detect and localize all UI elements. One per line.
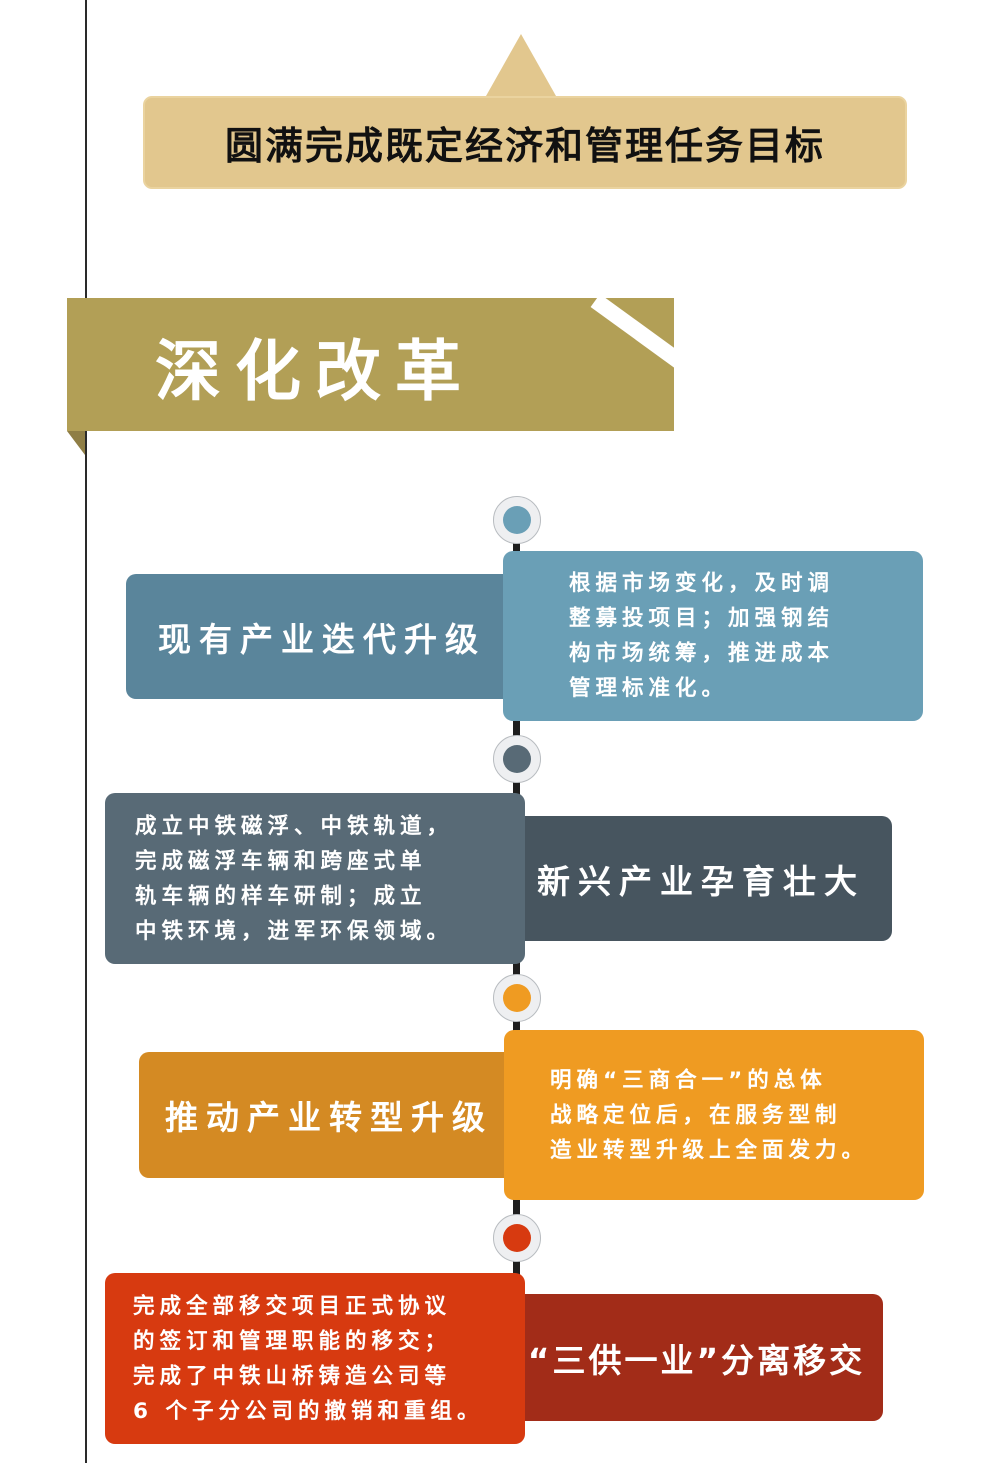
timeline-spine xyxy=(513,955,520,985)
timeline-dot xyxy=(503,1224,531,1252)
timeline-node-1 xyxy=(493,496,541,544)
timeline-spine xyxy=(513,1195,520,1220)
item-2-desc-box: 成立中铁磁浮、中铁轨道， 完成磁浮车辆和跨座式单 轨车辆的样车研制；成立 中铁环… xyxy=(105,793,525,964)
item-1-desc-line: 根据市场变化，及时调 xyxy=(569,571,835,596)
item-3-desc-line: 战略定位后，在服务型制 xyxy=(550,1102,842,1128)
timeline-node-4 xyxy=(493,1214,541,1262)
item-3-desc-line: 明确“三商合一”的总体 xyxy=(550,1067,827,1093)
item-2-title-box: 新兴产业孕育壮大 xyxy=(510,816,892,941)
timeline-dot xyxy=(503,506,531,534)
item-2-desc-line: 轨车辆的样车研制；成立 xyxy=(135,883,427,909)
goal-pointer-triangle xyxy=(486,34,556,96)
item-1-desc-line: 构市场统筹，推进成本 xyxy=(569,641,835,666)
item-4-title-box: “三供一业”分离移交 xyxy=(510,1294,883,1421)
item-3-desc-box: 明确“三商合一”的总体 战略定位后，在服务型制 造业转型升级上全面发力。 xyxy=(504,1030,924,1200)
timeline-node-3 xyxy=(493,974,541,1022)
left-margin-line xyxy=(85,0,87,1463)
item-1-desc-line: 管理标准化。 xyxy=(569,676,729,701)
timeline-spine xyxy=(513,715,520,750)
item-3-title-box: 推动产业转型升级 xyxy=(139,1052,519,1178)
item-4-desc-line: 6 个子分公司的撤销和重组。 xyxy=(133,1398,484,1424)
timeline-spine xyxy=(513,540,520,560)
item-1-title-box: 现有产业迭代升级 xyxy=(126,574,518,699)
item-2-title: 新兴产业孕育壮大 xyxy=(537,861,865,901)
item-3-desc-line: 造业转型升级上全面发力。 xyxy=(550,1137,869,1163)
item-1-title: 现有产业迭代升级 xyxy=(158,619,486,659)
item-4-desc-line: 完成全部移交项目正式协议 xyxy=(133,1293,452,1319)
ribbon-fold xyxy=(67,431,85,455)
goal-banner: 圆满完成既定经济和管理任务目标 xyxy=(143,96,907,189)
item-2-desc-line: 成立中铁磁浮、中铁轨道， xyxy=(135,813,454,839)
item-3-title: 推动产业转型升级 xyxy=(165,1098,493,1137)
item-4-desc-line: 的签订和管理职能的移交； xyxy=(133,1328,452,1354)
timeline-spine xyxy=(513,1255,520,1280)
timeline-spine xyxy=(513,1015,520,1040)
item-4-title: “三供一业”分离移交 xyxy=(527,1340,866,1380)
item-1-desc-box: 根据市场变化，及时调 整募投项目；加强钢结 构市场统筹，推进成本 管理标准化。 xyxy=(503,551,923,721)
timeline-dot xyxy=(503,984,531,1012)
item-4-desc-box: 完成全部移交项目正式协议 的签订和管理职能的移交； 完成了中铁山桥铸造公司等 6… xyxy=(105,1273,525,1444)
timeline-dot xyxy=(503,745,531,773)
item-2-desc-line: 中铁环境，进军环保领域。 xyxy=(135,918,454,944)
timeline-node-2 xyxy=(493,735,541,783)
item-4-desc-line: 完成了中铁山桥铸造公司等 xyxy=(133,1363,452,1389)
section-title: 深化改革 xyxy=(155,333,475,410)
item-2-desc-line: 完成磁浮车辆和跨座式单 xyxy=(135,848,427,874)
item-1-desc-line: 整募投项目；加强钢结 xyxy=(569,606,835,631)
section-ribbon: 深化改革 xyxy=(67,298,674,431)
goal-text: 圆满完成既定经济和管理任务目标 xyxy=(224,124,825,168)
